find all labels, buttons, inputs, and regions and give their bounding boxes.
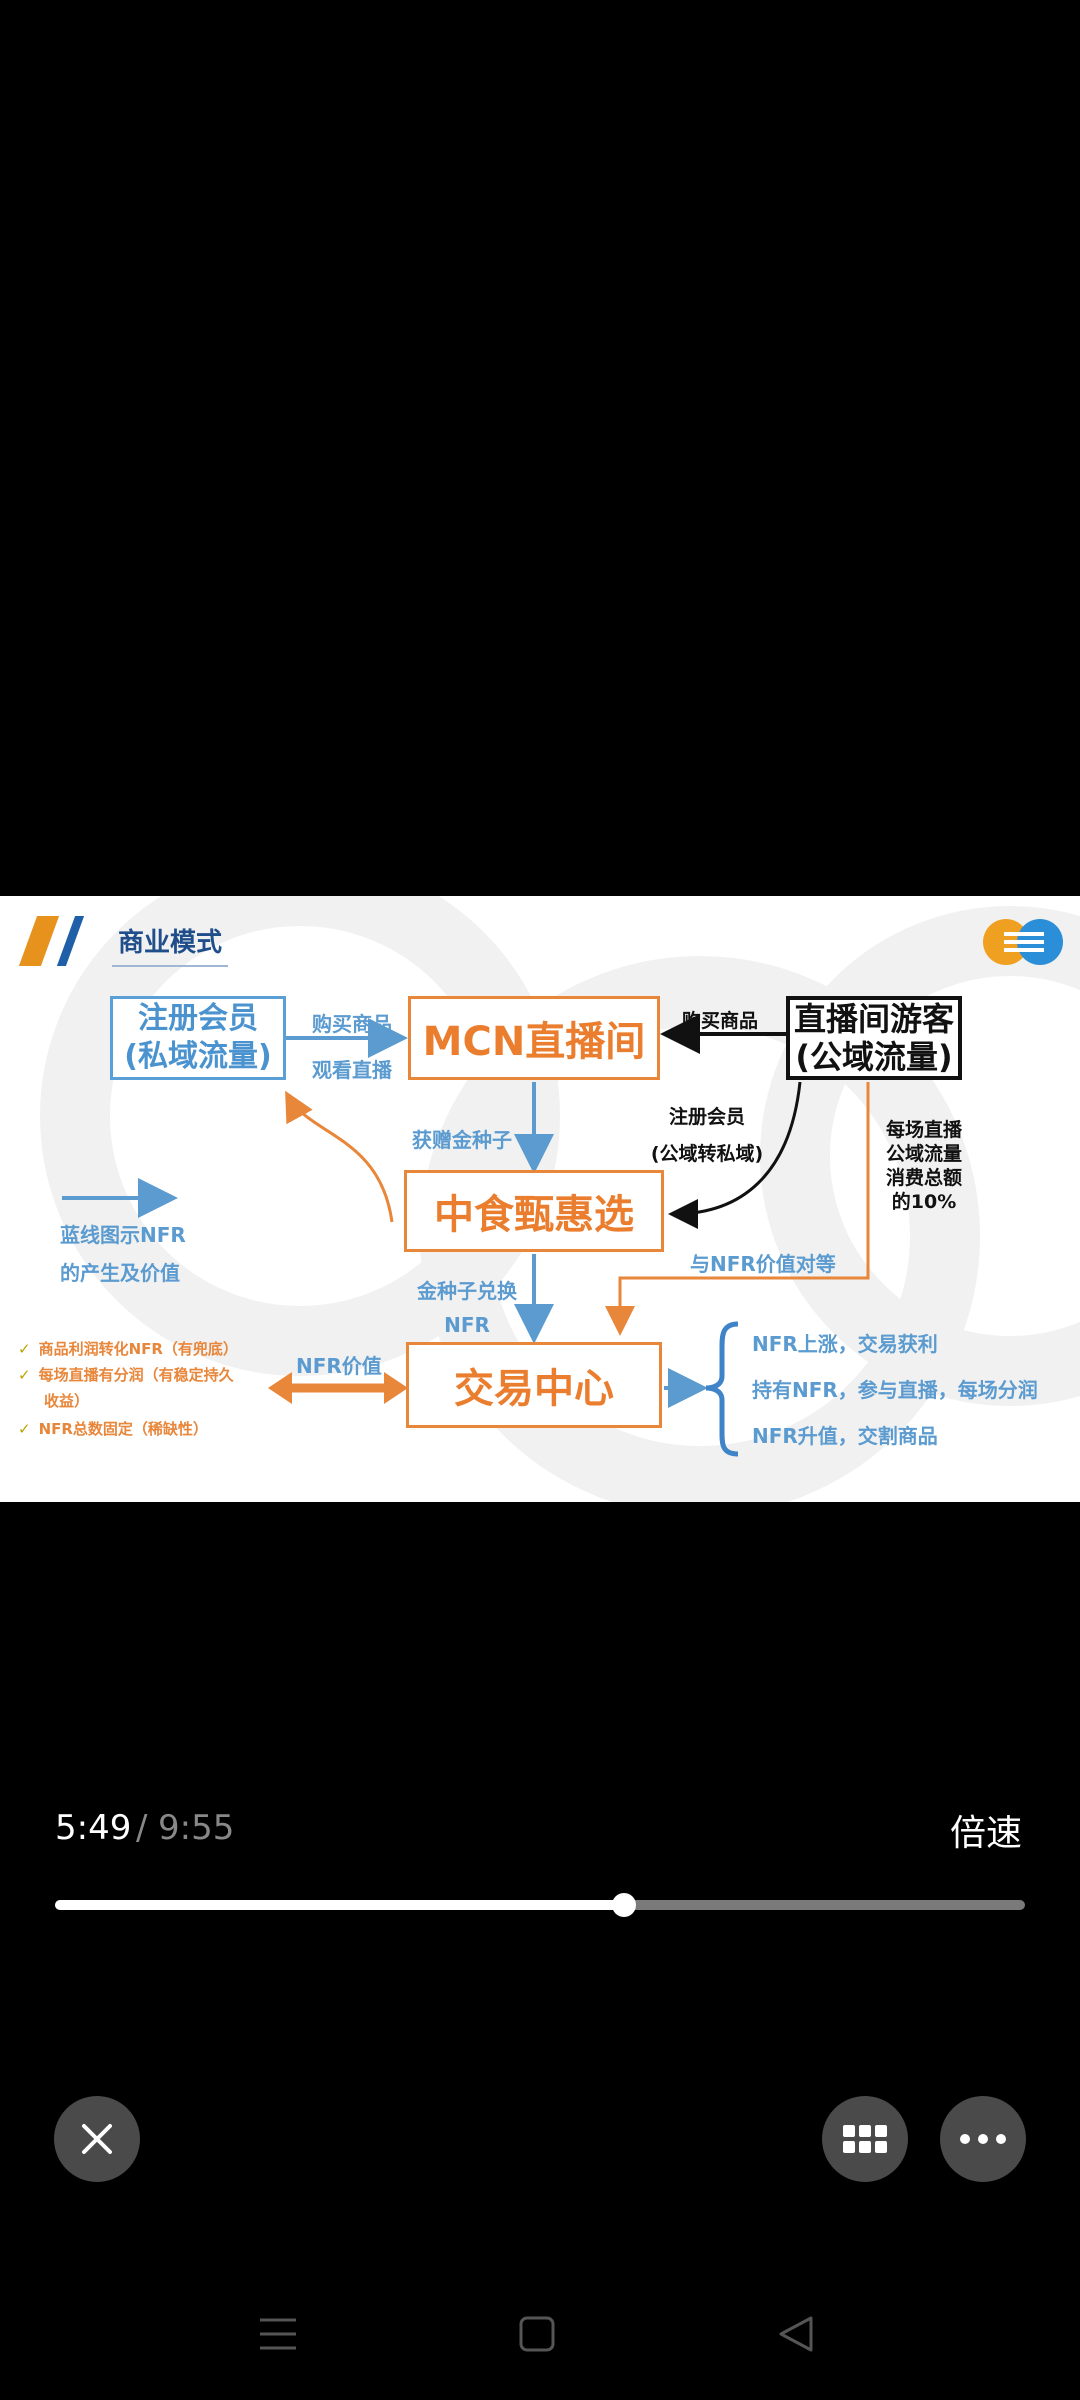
- progress-fill: [55, 1900, 624, 1910]
- slide-title: 商业模式: [112, 922, 229, 967]
- checklist-item: ✓商品利润转化NFR（有兜底）: [18, 1340, 238, 1358]
- checklist-item-continued: 收益）: [44, 1392, 90, 1410]
- more-icon: [960, 2134, 1006, 2144]
- per-live-line2: 公域流量: [885, 1143, 962, 1165]
- buy-goods-left-label: 购买商品: [312, 1012, 392, 1036]
- more-button[interactable]: [940, 2096, 1026, 2182]
- progress-bar[interactable]: [55, 1893, 1025, 1917]
- watch-live-label: 观看直播: [312, 1058, 392, 1082]
- time-separator: /: [136, 1808, 148, 1848]
- video-frame[interactable]: 商业模式: [0, 896, 1080, 1502]
- blue-legend-line2: 的产生及价值: [60, 1261, 180, 1285]
- blue-legend-label: 蓝线图示NFR 的产生及价值: [60, 1216, 186, 1292]
- grid-button[interactable]: [822, 2096, 908, 2182]
- nfr-peg-label: 与NFR价值对等: [690, 1252, 836, 1276]
- seed-exchange-line2: NFR: [444, 1313, 490, 1337]
- result-item: NFR上涨，交易获利: [752, 1332, 938, 1356]
- visitor-box: 直播间游客 (公域流量): [786, 996, 962, 1080]
- register-label-line2: (公域转私域): [650, 1143, 764, 1165]
- per-live-line1: 每场直播: [885, 1119, 962, 1141]
- nav-home-button[interactable]: [507, 2304, 567, 2364]
- flow-arrows: [62, 1014, 870, 1457]
- result-item: NFR升值，交割商品: [752, 1424, 938, 1448]
- home-icon: [519, 2316, 555, 2352]
- exchange-box: 交易中心: [406, 1342, 662, 1428]
- checklist-item: ✓NFR总数固定（稀缺性）: [18, 1420, 208, 1438]
- progress-thumb[interactable]: [612, 1893, 636, 1917]
- grid-icon: [843, 2125, 887, 2153]
- nfr-value-label: NFR价值: [296, 1354, 382, 1378]
- per-live-line3: 消费总额: [885, 1167, 962, 1189]
- visitor-box-line1: 直播间游客: [793, 1000, 954, 1038]
- nav-back-button[interactable]: [766, 2304, 826, 2364]
- menu-icon: [260, 2318, 296, 2350]
- checklist-item: ✓每场直播有分润（有稳定持久: [18, 1366, 234, 1384]
- result-item: 持有NFR，参与直播，每场分润: [752, 1378, 1038, 1402]
- speed-button[interactable]: 倍速: [950, 1813, 1023, 1854]
- nav-menu-button[interactable]: [248, 2304, 308, 2364]
- seed-exchange-label: 金种子兑换 NFR: [410, 1274, 524, 1342]
- close-icon: [82, 2124, 112, 2154]
- seed-exchange-line1: 金种子兑换: [417, 1279, 517, 1303]
- total-time: 9:55: [158, 1808, 235, 1848]
- member-box-line2: (私域流量): [124, 1039, 272, 1074]
- current-time: 5:49: [55, 1808, 132, 1848]
- per-live-label: 每场直播 公域流量 消费总额 的10%: [876, 1118, 972, 1214]
- register-label: 注册会员 (公域转私域): [644, 1102, 770, 1166]
- gift-seed-label: 获赠金种子: [412, 1128, 512, 1152]
- register-label-line1: 注册会员: [668, 1106, 745, 1128]
- buy-goods-right-label: 购买商品: [682, 1010, 759, 1032]
- member-box-line1: 注册会员: [137, 1001, 258, 1036]
- back-icon: [779, 2316, 813, 2352]
- close-button[interactable]: [54, 2096, 140, 2182]
- mcn-box: MCN直播间: [408, 996, 660, 1080]
- select-box: 中食甄惠选: [404, 1170, 664, 1252]
- member-box: 注册会员 (私域流量): [110, 996, 286, 1080]
- visitor-box-line2: (公域流量): [795, 1038, 953, 1076]
- blue-legend-line1: 蓝线图示NFR: [60, 1223, 186, 1247]
- brand-logo-icon: [983, 919, 1063, 965]
- per-live-line4: 的10%: [891, 1191, 957, 1213]
